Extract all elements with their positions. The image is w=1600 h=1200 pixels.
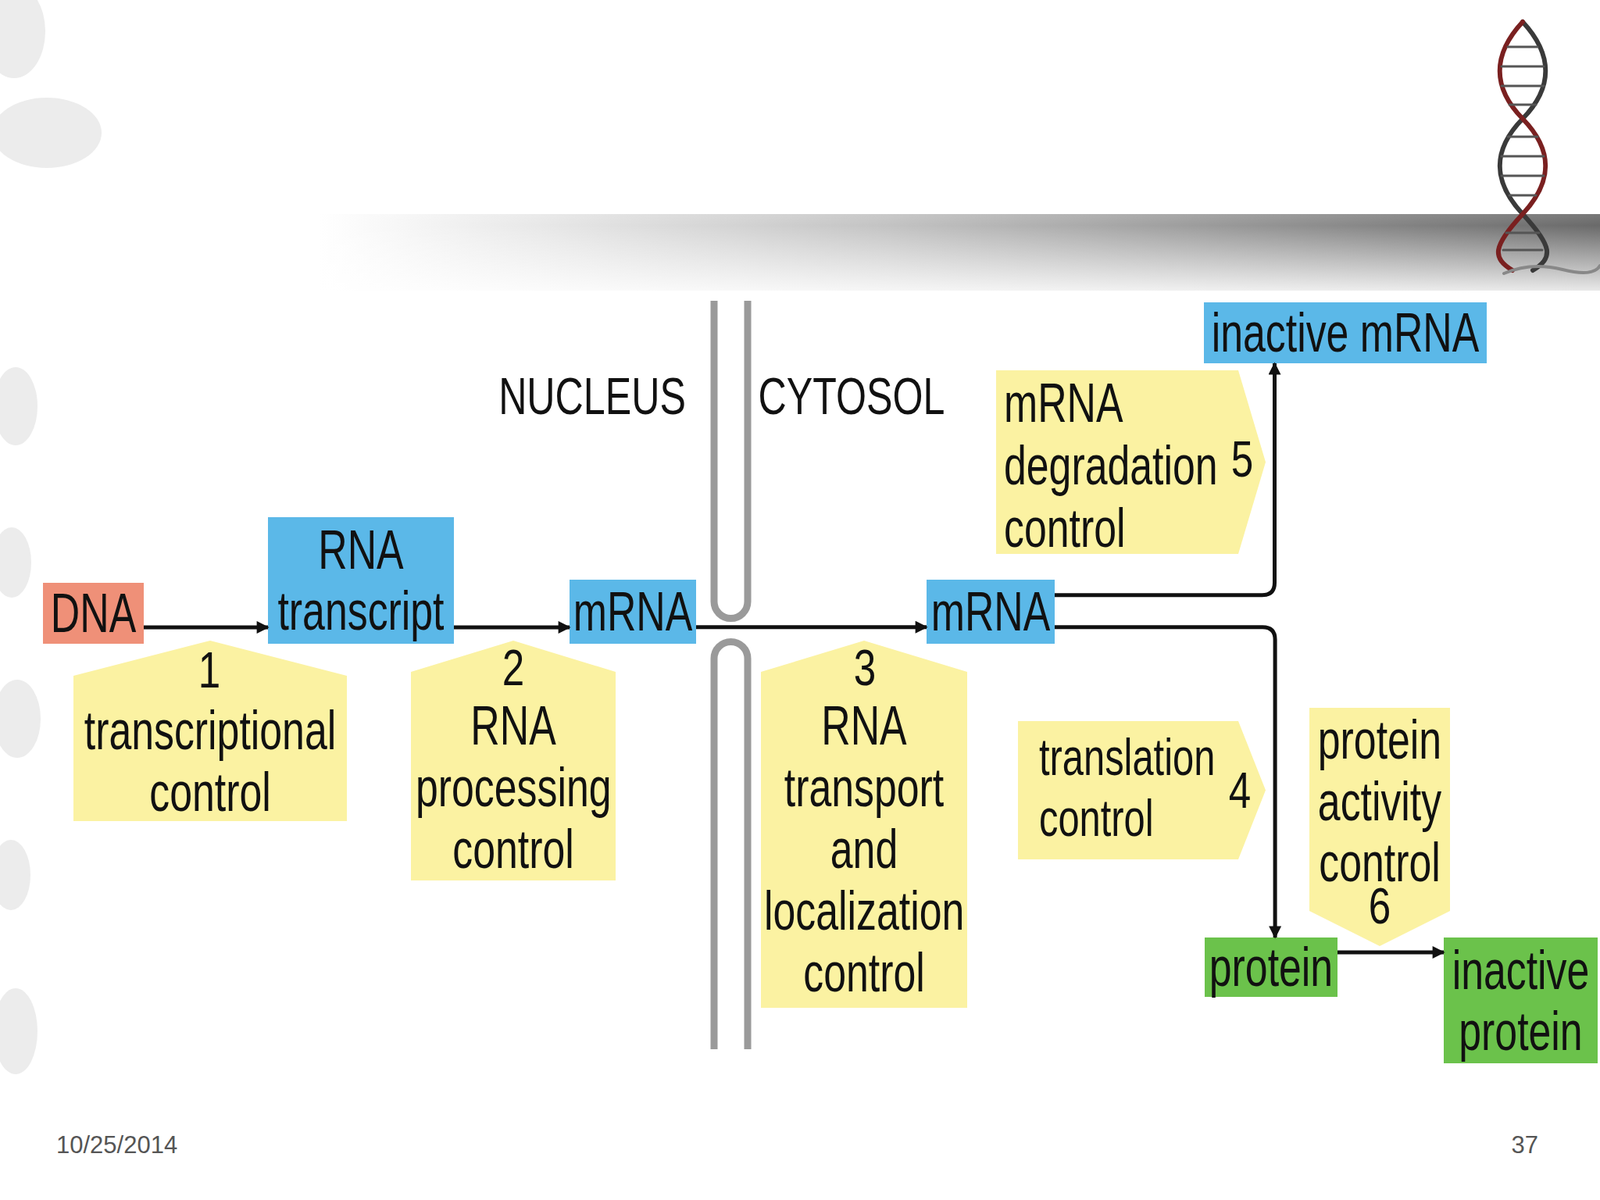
callout-fill [410, 640, 616, 881]
control-callout: 5mRNA degradation control [996, 370, 1266, 554]
box-text: protein [1207, 936, 1336, 998]
header-band [0, 214, 1600, 291]
dna-box: DNA [42, 582, 144, 644]
helix-rungs [1501, 46, 1544, 250]
control-callout: 4translation control [1017, 721, 1266, 860]
callout-text: mRNA degradation control [1003, 371, 1227, 560]
dna-helix-icon [1498, 21, 1600, 274]
control-callout: 2RNA processing control [410, 640, 616, 881]
flow-arrow [143, 625, 268, 629]
transcript-box: RNA transcript [267, 517, 454, 644]
watermark [0, 0, 102, 1075]
callout-number: 5 [1222, 432, 1262, 487]
box-text: inactive protein [1446, 939, 1596, 1062]
watermark-blob [0, 97, 102, 168]
box-text: DNA [45, 582, 142, 644]
header-band-shine [0, 214, 1600, 291]
mrna-box: mRNA [926, 579, 1055, 644]
control-callout: 1transcriptional control [73, 640, 347, 822]
flow-arrow [453, 625, 570, 629]
callout-text: transcriptional control [81, 700, 340, 824]
callout-text: RNA transport and localization control [764, 695, 965, 1004]
callout-fill [1017, 721, 1266, 860]
watermark-blob [0, 839, 31, 911]
watermark-blob [0, 988, 38, 1075]
watermark-blob [0, 679, 41, 758]
inactive-protein-box: inactive protein [1443, 937, 1598, 1064]
watermark-blob [0, 0, 46, 79]
membrane-upper [714, 300, 748, 619]
flow-arrow [1054, 363, 1275, 596]
callout-number: 1 [170, 642, 249, 698]
nuclear-membrane [714, 300, 748, 1050]
box-text: inactive mRNA [1206, 302, 1485, 364]
callout-fill [1309, 707, 1450, 947]
region-label: CYTOSOL [753, 368, 950, 424]
control-callout: 3RNA transport and localization control [760, 640, 968, 1008]
inactive-mrna-box: inactive mRNA [1203, 302, 1487, 364]
flow-arrow [1337, 950, 1444, 955]
box-text: mRNA [571, 581, 694, 643]
helix-shadow [1503, 265, 1600, 274]
slide-date: 10/25/2014 [56, 1131, 229, 1160]
control-callout: 6protein activity control [1309, 707, 1450, 947]
box-text: mRNA [928, 581, 1053, 643]
watermark-blob [0, 527, 32, 598]
callout-number: 2 [474, 640, 553, 696]
callout-number: 4 [1220, 763, 1260, 818]
callout-fill [760, 640, 968, 1008]
callout-text: translation control [1039, 726, 1223, 849]
flow-arrow [696, 625, 927, 629]
watermark-blob [0, 367, 38, 446]
protein-box: protein [1204, 937, 1338, 997]
region-label: NUCLEUS [494, 368, 690, 424]
slide-number: 37 [1475, 1131, 1539, 1160]
mrna-box: mRNA [569, 579, 697, 644]
flow-arrow [1054, 627, 1275, 938]
callout-text: protein activity control [1314, 709, 1446, 894]
helix-strand [1498, 21, 1546, 271]
membrane-lower [714, 642, 748, 1050]
callout-number: 3 [825, 640, 904, 696]
box-text: RNA transcript [270, 519, 452, 642]
callout-text: RNA processing control [415, 695, 611, 881]
